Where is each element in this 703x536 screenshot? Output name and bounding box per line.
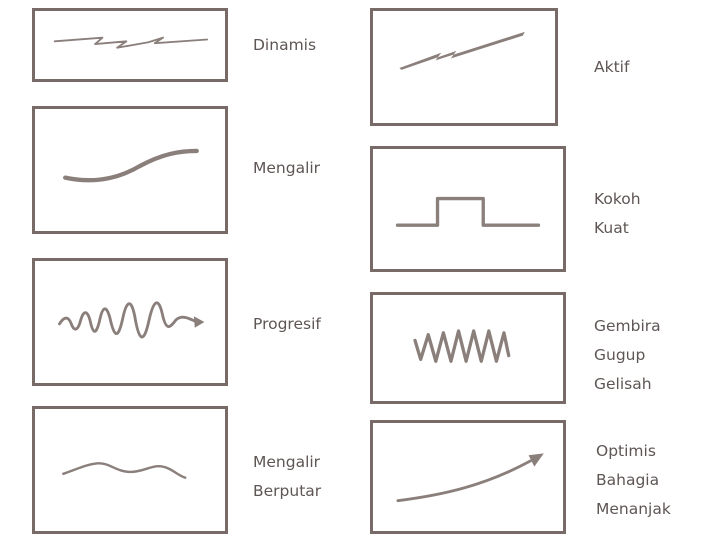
label-optimis-bahagia-menanjak: Optimis Bahagia Menanjak — [596, 437, 671, 524]
sharp-zigzag-icon — [413, 329, 511, 363]
label-aktif: Aktif — [594, 53, 629, 82]
label-line: Kokoh — [594, 190, 641, 208]
label-gembira-gugup-gelisah: Gembira Gugup Gelisah — [594, 312, 661, 399]
label-kokoh-kuat: Kokoh Kuat — [594, 185, 641, 243]
gentle-curve-icon — [63, 148, 199, 183]
label-line: Dinamis — [253, 36, 317, 54]
label-progresif: Progresif — [253, 310, 321, 339]
label-line: Gugup — [594, 346, 646, 364]
label-line: Menanjak — [596, 500, 671, 518]
label-line: Progresif — [253, 315, 321, 333]
label-line: Kuat — [594, 219, 629, 237]
line-box-gembira-gugup-gelisah — [370, 292, 566, 404]
line-box-mengalir — [32, 106, 228, 234]
label-line: Mengalir — [253, 453, 321, 471]
label-line: Bahagia — [596, 471, 660, 489]
label-dinamis: Dinamis — [253, 31, 316, 60]
line-box-dinamis — [32, 8, 228, 82]
lightning-line-icon — [399, 31, 525, 70]
label-line: Berputar — [253, 482, 322, 500]
wavy-line-icon — [62, 462, 187, 479]
label-line: Optimis — [596, 442, 656, 460]
line-box-mengalir-berputar — [32, 406, 228, 534]
line-box-optimis-bahagia-menanjak — [370, 420, 566, 534]
rising-arrow-icon — [396, 453, 544, 503]
growing-wave-arrow-icon — [58, 301, 205, 339]
label-mengalir-berputar: Mengalir Berputar — [253, 448, 321, 506]
line-box-kokoh-kuat — [370, 146, 566, 272]
label-mengalir: Mengalir — [253, 154, 320, 183]
label-line: Mengalir — [253, 159, 321, 177]
label-line: Gembira — [594, 317, 661, 335]
zigzag-line-icon — [53, 36, 209, 49]
line-box-aktif — [370, 8, 558, 126]
step-block-line-icon — [395, 196, 541, 227]
label-line: Gelisah — [594, 375, 652, 393]
label-line: Aktif — [594, 58, 630, 76]
line-box-progresif — [32, 258, 228, 386]
